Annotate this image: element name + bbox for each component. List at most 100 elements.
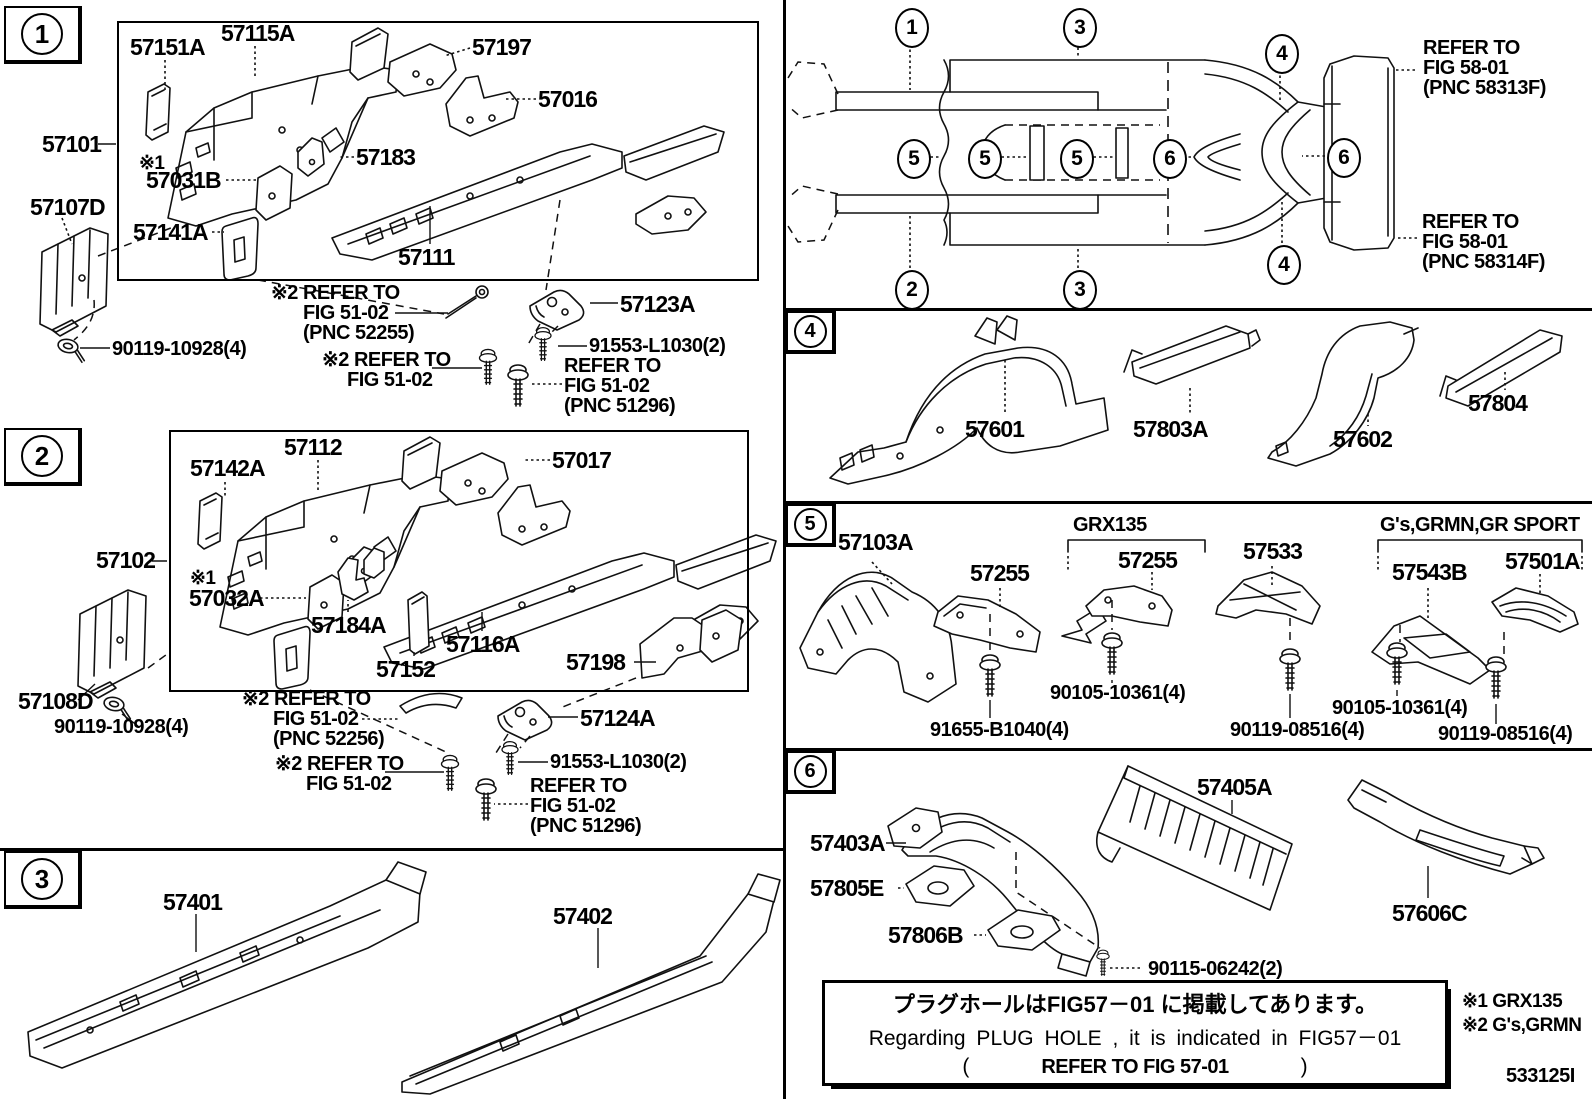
document-number: 533125I: [1506, 1065, 1575, 1087]
tick-mark-1: ※1: [190, 568, 216, 589]
part-label-57103A: 57103A: [838, 529, 914, 555]
note-refer-b1: ※2 REFER TO: [322, 349, 451, 371]
legend-tick2: ※2 G's,GRMN: [1462, 1015, 1582, 1036]
part-label-57141A: 57141A: [133, 219, 209, 245]
section4-number: 4: [793, 315, 827, 348]
fastener-label-90119-b: 90119-08516(4): [1438, 723, 1573, 745]
part-label-57533: 57533: [1243, 538, 1303, 564]
note-japanese-text: プラグホールはFIG57－01 に掲載してあります。: [892, 992, 1378, 1017]
part-label-57405A: 57405A: [1197, 774, 1273, 800]
overview-ref-top-1: REFER TO: [1423, 37, 1520, 59]
section6-art: [886, 765, 1545, 977]
part-57123A-drawing: [529, 289, 585, 331]
note-refer-a3: (PNC 52255): [303, 322, 415, 344]
paren-close: ): [1300, 1055, 1308, 1078]
callout-4-top: 4: [1265, 34, 1299, 74]
section1-box: [117, 21, 759, 281]
note-refer-a1: ※2 REFER TO: [242, 688, 371, 710]
part-label-57016: 57016: [538, 86, 598, 112]
part-label-57107D: 57107D: [30, 194, 106, 220]
note-refer-text: REFER TO FIG 57-01: [1041, 1055, 1229, 1078]
part-label-57255-right: 57255: [1118, 547, 1178, 573]
fastener-label-91553: 91553-L1030(2): [550, 751, 687, 773]
part-label-57108D: 57108D: [18, 688, 94, 714]
callout-5a: 5: [897, 139, 931, 179]
part-57255-right-drawing: [1085, 585, 1173, 627]
section3-marker: 3: [4, 851, 82, 909]
legend-tick1: ※1 GRX135: [1462, 991, 1563, 1012]
part-label-57403A: 57403A: [810, 830, 886, 856]
part-label-57803A: 57803A: [1133, 416, 1209, 442]
part-label-57606C: 57606C: [1392, 900, 1468, 926]
vertical-divider: [783, 0, 786, 1099]
section5-marker: 5: [786, 504, 836, 547]
right-divider-1: [783, 308, 1592, 311]
callout-1: 1: [895, 8, 929, 48]
part-label-57142A: 57142A: [190, 455, 266, 481]
part-label-57111: 57111: [398, 244, 455, 270]
part-57184A-drawing: [337, 547, 385, 601]
fastener-label-90119-10928: 90119-10928(4): [112, 338, 247, 360]
part-57806B-drawing: [987, 909, 1061, 951]
right-divider-2: [783, 501, 1592, 504]
note-refer-b2: FIG 51-02: [347, 369, 433, 391]
overview-ref-bottom-2: FIG 58-01: [1422, 231, 1508, 253]
part-label-57255-left: 57255: [970, 560, 1030, 586]
part-57405A-drawing: [1097, 765, 1293, 911]
part-label-57123A: 57123A: [620, 291, 696, 317]
overview-ref-bottom-1: REFER TO: [1422, 211, 1519, 233]
callout-6b: 6: [1327, 138, 1361, 178]
section2-box: [169, 430, 749, 692]
part-57805E-drawing: [905, 865, 975, 907]
part-label-57402: 57402: [553, 903, 613, 929]
part-label-57183: 57183: [356, 144, 416, 170]
part-label-57501A: 57501A: [1505, 548, 1581, 574]
fastener-label-90119-10928: 90119-10928(4): [54, 716, 189, 738]
part-label-57602: 57602: [1333, 426, 1393, 452]
part-label-57112: 57112: [284, 434, 343, 460]
part-label-57401: 57401: [163, 889, 223, 915]
part-label-57101: 57101: [42, 131, 102, 157]
part-label-57197: 57197: [472, 34, 532, 60]
part-label-57102: 57102: [96, 547, 156, 573]
part-label-57543B: 57543B: [1392, 559, 1468, 585]
section1-art: [39, 27, 725, 407]
part-57602-drawing: [1267, 321, 1415, 467]
part-label-57124A: 57124A: [580, 705, 656, 731]
part-57255-left-drawing: [933, 595, 1041, 653]
part-label-57152: 57152: [376, 656, 436, 682]
left-horizontal-divider: [0, 848, 783, 851]
part-57124A-drawing: [497, 699, 553, 741]
overview-ref-bottom-3: (PNC 58314F): [1422, 251, 1545, 273]
callout-3-bottom: 3: [1063, 270, 1097, 310]
callout-2: 2: [895, 270, 929, 310]
callout-5c: 5: [1060, 139, 1094, 179]
note-refer-c1: REFER TO: [530, 775, 627, 797]
part-label-57601: 57601: [965, 416, 1025, 442]
part-57533-drawing: [1215, 571, 1321, 625]
part-57601-drawing: [829, 315, 1109, 485]
note-english-text: Regarding PLUG HOLE , it is indicated in…: [868, 1027, 1402, 1050]
section2-marker: 2: [4, 428, 82, 486]
note-refer-c3: (PNC 51296): [530, 815, 642, 837]
plug-hole-note-box: プラグホールはFIG57－01 に掲載してあります。 Regarding PLU…: [822, 980, 1448, 1086]
part-label-57806B: 57806B: [888, 922, 964, 948]
section4-marker: 4: [786, 311, 836, 354]
fastener-label-90105-b: 90105-10361(4): [1332, 697, 1468, 719]
section2-number: 2: [21, 435, 63, 477]
part-label-57115A: 57115A: [221, 20, 295, 46]
part-label-57805E: 57805E: [810, 875, 884, 901]
section6-number: 6: [793, 755, 827, 788]
part-label-57032A: 57032A: [189, 585, 265, 611]
note-refer-c2: FIG 51-02: [530, 795, 616, 817]
section3-art: [27, 861, 781, 1095]
fastener-label-90119-a: 90119-08516(4): [1230, 719, 1365, 741]
part-label-57151A: 57151A: [130, 34, 206, 60]
fastener-label-90105-a: 90105-10361(4): [1050, 682, 1186, 704]
part-label-57198: 57198: [566, 649, 626, 675]
callout-6a: 6: [1153, 139, 1187, 179]
clip-icon: [54, 336, 89, 364]
note-refer-b1: ※2 REFER TO: [275, 753, 404, 775]
note-refer-c2: FIG 51-02: [564, 375, 650, 397]
